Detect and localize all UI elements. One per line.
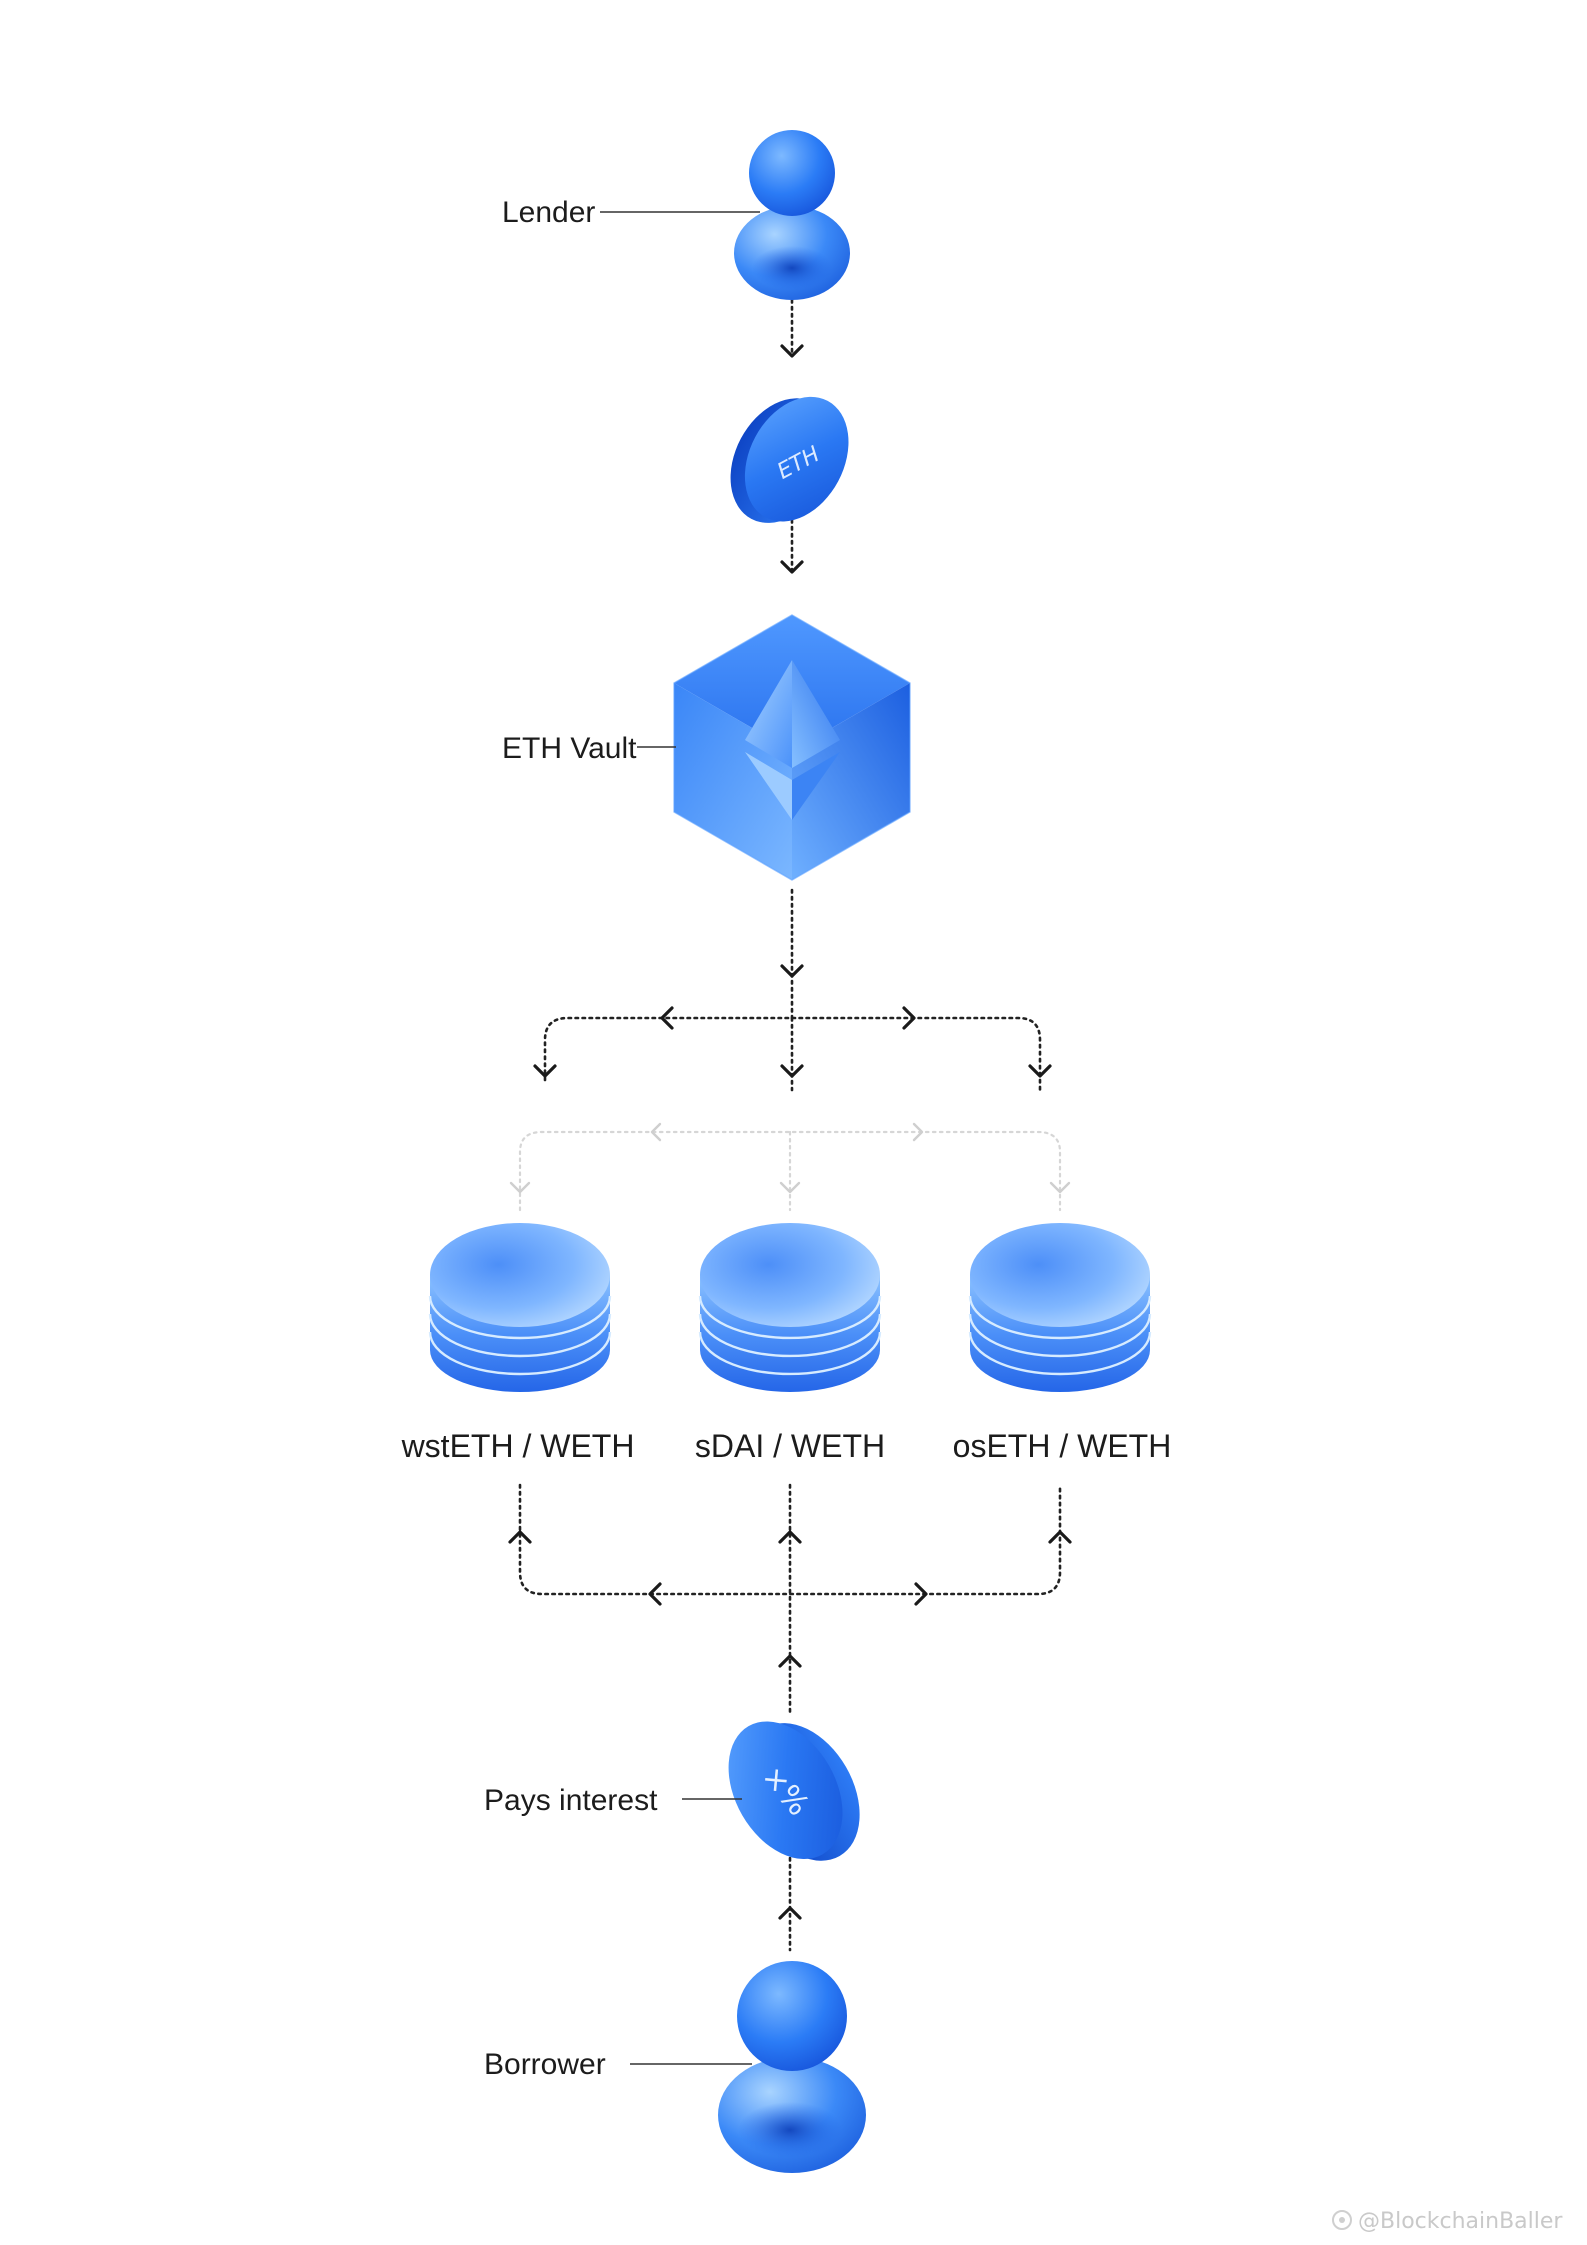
arrow-down-icon xyxy=(780,560,804,574)
connectors xyxy=(508,298,1072,1952)
arrow-right-icon xyxy=(914,1582,928,1606)
arrow-down-icon xyxy=(509,1181,531,1194)
ethereum-diamond-icon xyxy=(745,660,840,820)
arrow-up-icon xyxy=(778,1530,802,1544)
arrow-up-icon xyxy=(1048,1530,1072,1544)
arrow-down-icon xyxy=(780,1064,804,1078)
interest-label: Pays interest xyxy=(484,1784,658,1817)
pool-label-oseth: osETH / WETH xyxy=(953,1428,1172,1464)
pool-label-sdai: sDAI / WETH xyxy=(695,1428,885,1464)
interest-label-group: Pays interest xyxy=(484,1784,742,1817)
pool-label-wsteth: wstETH / WETH xyxy=(401,1428,635,1464)
lender-person-icon xyxy=(734,130,850,300)
arrow-up-icon xyxy=(778,1906,802,1920)
arrow-up-icon xyxy=(778,1654,802,1668)
watermark: @BlockchainBaller xyxy=(1332,2209,1563,2234)
vault-label-group: ETH Vault xyxy=(502,732,676,765)
arrow-left-icon xyxy=(650,1122,662,1142)
arrow-down-icon xyxy=(780,964,804,978)
borrower-person-icon xyxy=(718,1961,866,2173)
lender-node: Lender xyxy=(502,130,850,300)
connector-merge-horizontal xyxy=(518,1483,1062,1596)
pool-oseth-database-icon xyxy=(968,1223,1152,1392)
borrower-node: Borrower xyxy=(484,1961,866,2173)
vault-label: ETH Vault xyxy=(502,732,637,765)
arrow-right-icon xyxy=(912,1122,924,1142)
lender-label: Lender xyxy=(502,196,595,229)
arrow-left-icon xyxy=(648,1582,662,1606)
watermark-logo-icon xyxy=(1332,2210,1352,2230)
arrow-down-icon xyxy=(1028,1064,1052,1078)
eth-vault-cube-icon xyxy=(673,614,911,881)
connector-ghost-horizontal xyxy=(518,1130,1062,1212)
arrow-down-icon xyxy=(1049,1181,1071,1194)
arrow-down-icon xyxy=(779,1181,801,1194)
arrow-down-icon xyxy=(533,1064,557,1078)
pool-wsteth-database-icon xyxy=(428,1223,612,1392)
arrow-left-icon xyxy=(660,1006,674,1030)
interest-coin: ×% xyxy=(728,1721,860,1861)
arrow-down-icon xyxy=(780,344,804,358)
eth-coin: ETH xyxy=(730,396,849,523)
borrower-label: Borrower xyxy=(484,2048,606,2081)
watermark-text: @BlockchainBaller xyxy=(1358,2209,1563,2234)
arrow-right-icon xyxy=(902,1006,916,1030)
arrow-up-icon xyxy=(508,1530,532,1544)
pool-sdai-database-icon xyxy=(698,1223,882,1392)
